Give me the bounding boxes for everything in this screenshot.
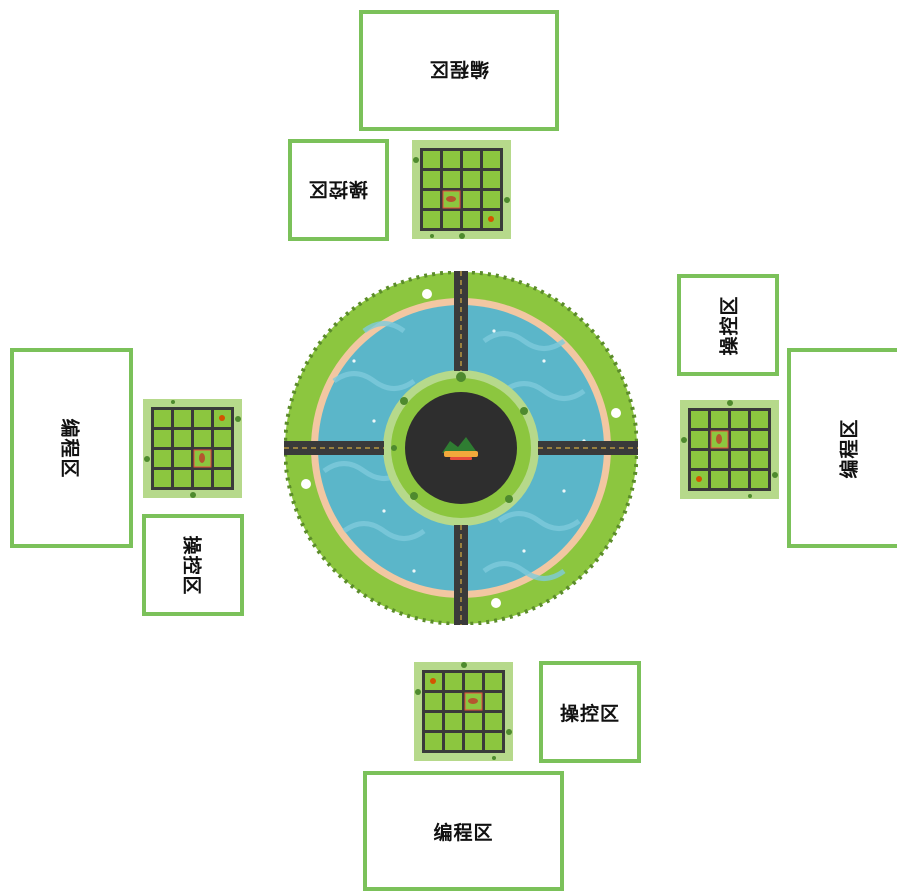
- programming-zone-top[interactable]: 编程区: [359, 10, 559, 131]
- control-zone-bottom[interactable]: 操控区: [539, 661, 641, 763]
- control-zone-label: 操控区: [308, 177, 368, 204]
- circular-game-map: [284, 271, 638, 625]
- control-zone-label: 操控区: [560, 699, 620, 726]
- programming-zone-label: 编程区: [58, 418, 85, 478]
- programming-zone-label: 编程区: [433, 818, 493, 845]
- control-zone-left[interactable]: 操控区: [142, 514, 244, 616]
- grid-board-bottom[interactable]: [414, 662, 513, 761]
- control-zone-label: 操控区: [179, 535, 206, 595]
- grid-board-top[interactable]: [412, 140, 511, 239]
- programming-zone-right[interactable]: 编程区: [787, 348, 897, 548]
- control-zone-right[interactable]: 操控区: [677, 274, 779, 376]
- control-zone-label: 操控区: [714, 295, 741, 355]
- programming-zone-bottom[interactable]: 编程区: [363, 771, 564, 891]
- control-zone-top[interactable]: 操控区: [288, 139, 389, 241]
- programming-zone-label: 编程区: [834, 418, 861, 478]
- grid-board-left[interactable]: [143, 399, 242, 498]
- grid-board-right[interactable]: [680, 400, 779, 499]
- programming-zone-left[interactable]: 编程区: [10, 348, 133, 548]
- programming-zone-label: 编程区: [429, 57, 489, 84]
